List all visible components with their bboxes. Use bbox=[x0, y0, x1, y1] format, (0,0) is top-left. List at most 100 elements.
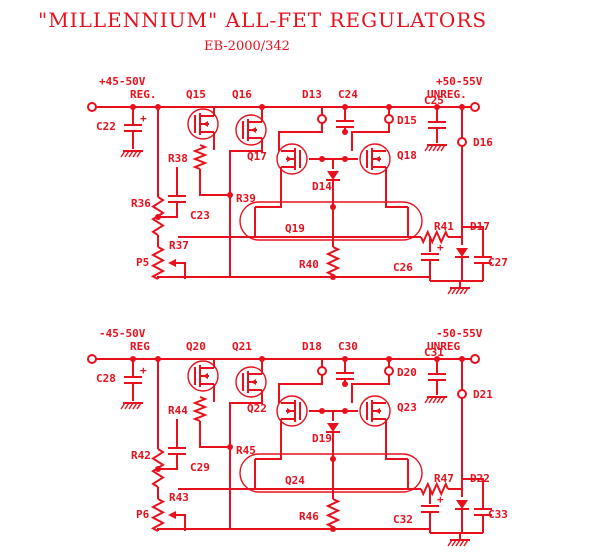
ref-q16: Q16 bbox=[232, 88, 252, 101]
diode-d18 bbox=[317, 366, 327, 376]
junction-dot bbox=[330, 526, 336, 532]
cap-c23 bbox=[168, 195, 186, 203]
wire bbox=[278, 123, 323, 151]
ref-d20: D20 bbox=[397, 366, 417, 379]
junction-dot bbox=[259, 356, 265, 362]
arrow-icon bbox=[375, 408, 380, 414]
ground-icon bbox=[447, 539, 470, 547]
junction-dot bbox=[259, 104, 265, 110]
ref-d17: D17 bbox=[470, 220, 490, 233]
junction-dot bbox=[342, 104, 348, 110]
cap-c25 bbox=[428, 121, 446, 129]
ref-r47: R47 bbox=[434, 472, 454, 485]
zener-d17 bbox=[455, 248, 469, 258]
wire bbox=[199, 169, 230, 196]
junction-dot bbox=[130, 104, 136, 110]
resistor-gate bbox=[192, 144, 208, 170]
zener-d14 bbox=[326, 171, 340, 181]
ref-c23: C23 bbox=[190, 209, 210, 222]
mosfet-q23 bbox=[359, 395, 391, 427]
ground-hatch bbox=[440, 144, 446, 152]
wire bbox=[351, 123, 390, 151]
mosfet-q20 bbox=[187, 360, 219, 392]
ground-hatch bbox=[124, 402, 130, 410]
envelope bbox=[187, 360, 219, 392]
output-terminal bbox=[470, 354, 480, 364]
wire bbox=[199, 421, 230, 448]
wire bbox=[158, 202, 178, 218]
wire bbox=[351, 375, 390, 403]
ref-d14: D14 bbox=[312, 180, 332, 193]
ground-hatch bbox=[447, 539, 453, 547]
wiper-arrow-icon bbox=[168, 259, 176, 267]
ref-p6: P6 bbox=[136, 508, 150, 521]
junction-dot bbox=[319, 156, 325, 162]
ref-c31: C31 bbox=[424, 346, 444, 359]
ref-d15: D15 bbox=[397, 114, 417, 127]
input-terminal bbox=[87, 354, 97, 364]
trimmer-p bbox=[150, 246, 166, 280]
ref-q15: Q15 bbox=[186, 88, 206, 101]
wire bbox=[229, 138, 263, 277]
ref-q20: Q20 bbox=[186, 340, 206, 353]
mosfet-q21 bbox=[235, 366, 267, 398]
zener-d19 bbox=[326, 423, 340, 433]
output-voltage-label: +50-55V bbox=[436, 75, 483, 88]
ref-c22: C22 bbox=[96, 120, 116, 133]
mosfet-q18 bbox=[359, 143, 391, 175]
ground-hatch bbox=[459, 287, 465, 295]
wire bbox=[278, 375, 323, 403]
wire bbox=[385, 167, 408, 208]
junction-dot bbox=[130, 356, 136, 362]
diode-triangle bbox=[327, 423, 339, 432]
diode-d15 bbox=[384, 114, 394, 124]
polarity-mark: + bbox=[140, 112, 147, 125]
junction-dot bbox=[459, 104, 465, 110]
junction-dot bbox=[342, 356, 348, 362]
ground-hatch bbox=[132, 150, 138, 158]
ref-c32: C32 bbox=[393, 513, 413, 526]
cap-c22: + bbox=[124, 112, 147, 132]
envelope bbox=[359, 395, 391, 427]
cap-c29 bbox=[168, 447, 186, 455]
ground-hatch bbox=[120, 150, 126, 158]
envelope bbox=[276, 395, 308, 427]
ref-c25: C25 bbox=[424, 94, 444, 107]
wire bbox=[157, 528, 430, 531]
ground-icon bbox=[447, 287, 470, 295]
wire bbox=[255, 167, 282, 208]
ref-r45: R45 bbox=[236, 444, 256, 457]
ref-r44: R44 bbox=[168, 404, 188, 417]
ref-r36: R36 bbox=[131, 197, 151, 210]
junction-dot bbox=[459, 356, 465, 362]
ground-icon bbox=[424, 396, 447, 404]
junction-dot bbox=[227, 444, 233, 450]
wire bbox=[229, 390, 263, 529]
junction-dot bbox=[155, 466, 161, 472]
ground-hatch bbox=[136, 150, 142, 158]
resistor-right bbox=[420, 229, 449, 245]
mosfet-q16 bbox=[235, 114, 267, 146]
ref-r41: R41 bbox=[434, 220, 454, 233]
arrow-icon bbox=[375, 156, 380, 162]
resistor-right bbox=[420, 481, 449, 497]
ground-hatch bbox=[440, 396, 446, 404]
ground-hatch bbox=[120, 402, 126, 410]
cap-c30 bbox=[336, 372, 354, 380]
ref-c28: C28 bbox=[96, 372, 116, 385]
ref-r37: R37 bbox=[169, 239, 189, 252]
arrow-icon bbox=[287, 408, 292, 414]
wire bbox=[255, 419, 282, 460]
diode-d13 bbox=[317, 114, 327, 124]
ground-hatch bbox=[428, 396, 434, 404]
cap-c28: + bbox=[124, 364, 147, 384]
junction-dot bbox=[330, 204, 336, 210]
ground-icon bbox=[120, 150, 143, 158]
ground-hatch bbox=[455, 287, 461, 295]
ref-r38: R38 bbox=[168, 152, 188, 165]
ref-p5: P5 bbox=[136, 256, 149, 269]
junction-dot bbox=[330, 456, 336, 462]
envelope bbox=[276, 143, 308, 175]
